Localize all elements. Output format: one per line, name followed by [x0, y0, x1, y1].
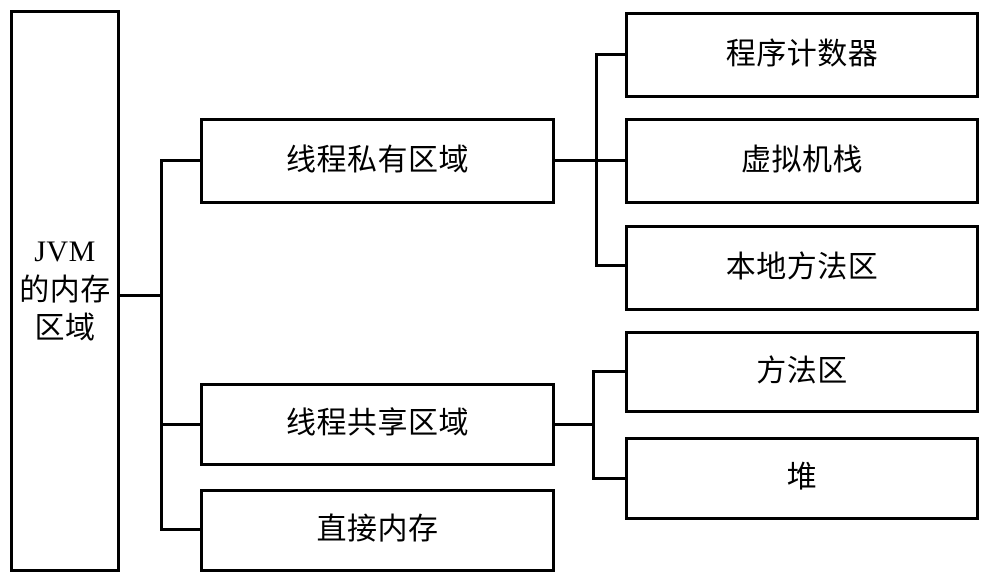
node-label-jvm-memory-area: JVM 的内存 区域 [19, 235, 111, 346]
node-vm-stack[interactable]: 虚拟机栈 [625, 118, 979, 204]
node-label-thread-private-area: 线程私有区域 [286, 143, 469, 177]
node-thread-private-area[interactable]: 线程私有区域 [200, 118, 555, 204]
node-label-method-area: 方法区 [756, 354, 848, 388]
node-method-area[interactable]: 方法区 [625, 331, 979, 413]
node-heap[interactable]: 堆 [625, 437, 979, 520]
node-program-counter[interactable]: 程序计数器 [625, 12, 979, 98]
node-label-vm-stack: 虚拟机栈 [741, 143, 863, 177]
node-direct-memory[interactable]: 直接内存 [200, 489, 555, 572]
edge-thread-shared-trunk [592, 370, 595, 480]
node-label-thread-shared-area: 线程共享区域 [286, 407, 469, 441]
edge-root-to-thread-shared-area [160, 423, 203, 426]
edge-thread-private-to-program-counter [595, 53, 628, 56]
edge-thread-shared-to-method-area [592, 370, 628, 373]
edge-thread-shared-stub [555, 423, 595, 426]
node-jvm-memory-area[interactable]: JVM 的内存 区域 [10, 10, 120, 572]
node-label-program-counter: 程序计数器 [725, 37, 879, 71]
node-native-method-area[interactable]: 本地方法区 [625, 225, 979, 311]
node-label-heap: 堆 [786, 461, 818, 495]
edge-thread-private-to-vm-stack [595, 159, 628, 162]
edge-thread-private-stub [555, 159, 598, 162]
edge-thread-shared-to-heap [592, 477, 628, 480]
edge-root-to-direct-memory [160, 528, 203, 531]
node-label-native-method-area: 本地方法区 [725, 250, 879, 284]
edge-root-trunk [160, 159, 163, 531]
node-thread-shared-area[interactable]: 线程共享区域 [200, 383, 555, 466]
edge-root-stub [120, 294, 163, 297]
node-label-direct-memory: 直接内存 [316, 513, 439, 547]
edge-root-to-thread-private-area [160, 159, 203, 162]
edge-thread-private-to-native-method-area [595, 264, 628, 267]
